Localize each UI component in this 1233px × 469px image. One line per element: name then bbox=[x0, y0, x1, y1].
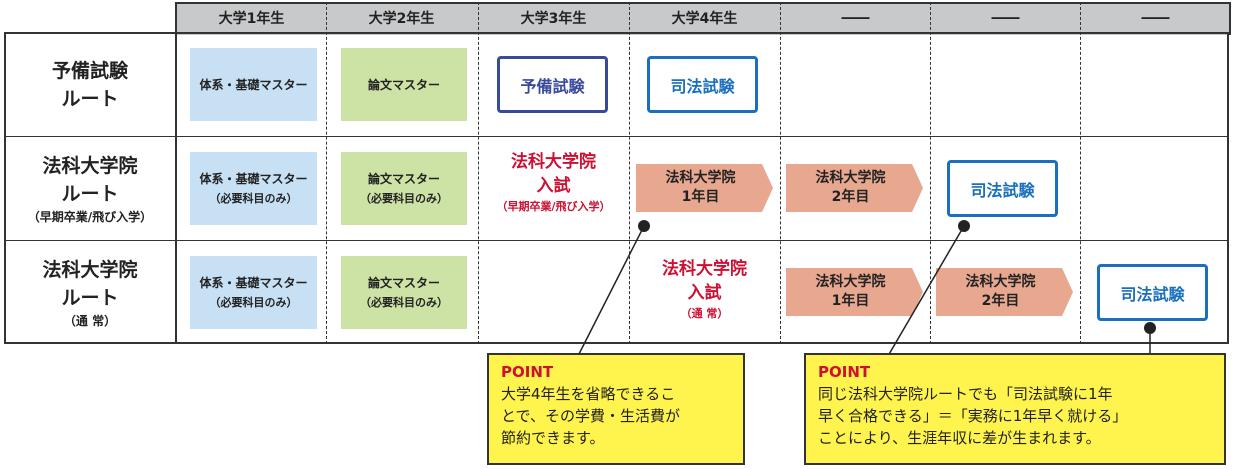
row-label-lawschool-normal: 法科大学院 ルート （通 常） bbox=[4, 241, 176, 344]
column-divider bbox=[326, 2, 327, 344]
study-sub: （必要科目のみ） bbox=[360, 191, 448, 205]
column-divider bbox=[478, 2, 479, 344]
entrance-exam-early: 法科大学院 入試 （早期卒業/飛び入学） bbox=[478, 150, 629, 216]
leader-line bbox=[887, 225, 965, 357]
study-sub: （必要科目のみ） bbox=[360, 295, 448, 309]
bar-exam-box: 司法試験 bbox=[1097, 264, 1208, 321]
header-year4: 大学4年生 bbox=[671, 10, 738, 27]
column-divider bbox=[780, 2, 781, 344]
point-text: 同じ法科大学院ルートでも「司法試験に1年 bbox=[818, 385, 1113, 403]
entrance-line: 入試 bbox=[536, 176, 571, 196]
header-year3: 大学3年生 bbox=[520, 10, 587, 27]
study-label: 論文マスター bbox=[367, 171, 440, 186]
leader-line bbox=[577, 225, 645, 357]
study-label: 体系・基礎マスター bbox=[199, 275, 308, 290]
entrance-sub: （通 常） bbox=[680, 307, 729, 320]
study-label: 論文マスター bbox=[367, 77, 440, 92]
leader-dot bbox=[1144, 322, 1156, 334]
entrance-sub: （早期卒業/飛び入学） bbox=[496, 200, 611, 213]
label-divider bbox=[175, 2, 177, 344]
row-label-sub: （通 常） bbox=[63, 313, 117, 328]
header-blank1: ―― bbox=[841, 9, 870, 26]
row-label-line: ルート bbox=[61, 286, 119, 309]
row-divider bbox=[4, 240, 1229, 241]
point-text: とで、その学費・生活費が bbox=[501, 407, 680, 425]
leader-dot bbox=[958, 220, 970, 232]
row-label-line: 予備試験 bbox=[51, 60, 128, 82]
study-essay-box: 論文マスター （必要科目のみ） bbox=[341, 256, 467, 329]
study-sub: （必要科目のみ） bbox=[209, 191, 298, 205]
prelim-exam-box: 予備試験 bbox=[497, 56, 608, 113]
row-label-sub: （早期卒業/飛び入学） bbox=[27, 209, 153, 224]
lawschool-year2-arrow: 法科大学院 2年目 bbox=[936, 268, 1073, 316]
header-blank2: ―― bbox=[991, 9, 1020, 26]
header-year2: 大学2年生 bbox=[368, 10, 435, 27]
header-year1: 大学1年生 bbox=[218, 10, 285, 27]
study-essay-box: 論文マスター （必要科目のみ） bbox=[341, 152, 467, 225]
row-label-line: 法科大学院 bbox=[42, 258, 138, 281]
row-label-prelim: 予備試験 ルート bbox=[4, 34, 176, 136]
row-label-line: ルート bbox=[61, 88, 119, 110]
arrow-line: 1年目 bbox=[681, 189, 720, 205]
arrow-line: 法科大学院 bbox=[665, 170, 736, 186]
point-callout-1: POINT 大学4年生を省略できるこ とで、その学費・生活費が 節約できます。 bbox=[487, 353, 745, 465]
column-divider bbox=[1080, 2, 1081, 344]
arrow-line: 1年目 bbox=[831, 293, 870, 309]
lawschool-year1-arrow: 法科大学院 1年目 bbox=[636, 164, 773, 212]
row-label-lawschool-early: 法科大学院 ルート （早期卒業/飛び入学） bbox=[4, 137, 176, 240]
study-label: 体系・基礎マスター bbox=[199, 77, 308, 92]
study-basics-box: 体系・基礎マスター （必要科目のみ） bbox=[190, 152, 317, 225]
arrow-line: 法科大学院 bbox=[815, 274, 886, 290]
entrance-line: 入試 bbox=[687, 283, 722, 303]
column-divider bbox=[930, 2, 931, 344]
route-table bbox=[4, 32, 1229, 344]
study-label: 論文マスター bbox=[367, 275, 440, 290]
study-basics-box: 体系・基礎マスター bbox=[190, 48, 317, 121]
arrow-line: 2年目 bbox=[981, 293, 1020, 309]
header-blank3: ―― bbox=[1141, 9, 1170, 26]
point-text: 大学4年生を省略できるこ bbox=[501, 385, 676, 403]
year-header bbox=[176, 2, 1231, 35]
study-essay-box: 論文マスター bbox=[341, 48, 467, 121]
point-title: POINT bbox=[818, 363, 871, 381]
point-text: 早く合格できる」＝「実務に1年早く就ける」 bbox=[818, 407, 1128, 425]
arrow-line: 法科大学院 bbox=[815, 170, 886, 186]
arrow-line: 2年目 bbox=[831, 189, 870, 205]
row-label-line: ルート bbox=[61, 182, 119, 205]
point-text: 節約できます。 bbox=[501, 429, 605, 447]
study-label: 体系・基礎マスター bbox=[199, 171, 308, 186]
study-basics-box: 体系・基礎マスター （必要科目のみ） bbox=[190, 256, 317, 329]
leader-dot bbox=[638, 220, 650, 232]
arrow-line: 法科大学院 bbox=[965, 274, 1036, 290]
row-label-line: 法科大学院 bbox=[42, 154, 138, 177]
lawschool-year2-arrow: 法科大学院 2年目 bbox=[786, 164, 923, 212]
row-divider bbox=[4, 136, 1229, 137]
point-callout-2: POINT 同じ法科大学院ルートでも「司法試験に1年 早く合格できる」＝「実務に… bbox=[804, 353, 1226, 465]
point-title: POINT bbox=[501, 363, 554, 381]
study-sub: （必要科目のみ） bbox=[209, 295, 298, 309]
entrance-line: 法科大学院 bbox=[511, 152, 596, 172]
bar-exam-box: 司法試験 bbox=[947, 160, 1058, 217]
lawschool-year1-arrow: 法科大学院 1年目 bbox=[786, 268, 923, 316]
entrance-line: 法科大学院 bbox=[662, 259, 747, 279]
column-divider bbox=[629, 2, 630, 344]
point-text: ことにより、生涯年収に差が生まれます。 bbox=[818, 429, 1101, 447]
entrance-exam-normal: 法科大学院 入試 （通 常） bbox=[629, 257, 780, 323]
bar-exam-box: 司法試験 bbox=[647, 56, 758, 113]
